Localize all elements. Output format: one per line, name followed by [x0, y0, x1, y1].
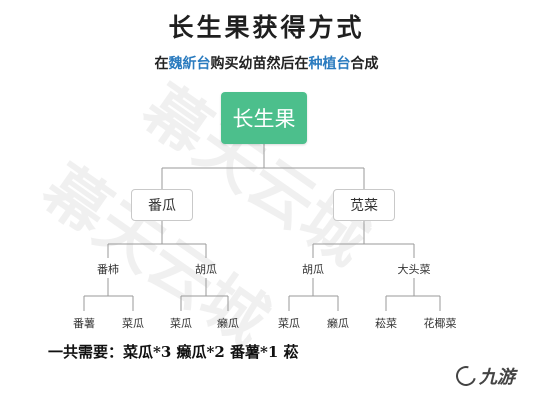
- level3-node-2: 菜瓜: [122, 317, 144, 330]
- subtitle-place-2: 种植台: [308, 56, 351, 72]
- subtitle-prefix: 在: [154, 56, 169, 72]
- level2-node-4: 大头菜: [397, 263, 431, 276]
- subtitle-place-1: 魏紤台: [168, 56, 211, 72]
- subtitle-middle: 购买幼苗然后在: [210, 56, 309, 72]
- level2-node-2: 胡瓜: [195, 263, 217, 276]
- level2-node-1: 番柿: [97, 263, 119, 276]
- page-title: 长生果获得方式: [168, 13, 365, 42]
- level2-node-3: 胡瓜: [302, 263, 324, 276]
- level3-node-6: 癞瓜: [327, 317, 349, 330]
- logo-text: 九游: [479, 367, 515, 388]
- level3-node-3: 菜瓜: [170, 317, 192, 330]
- level1-node-1: 番瓜: [131, 189, 193, 221]
- level3-node-4: 癞瓜: [217, 317, 239, 330]
- jiuyou-logo-icon: [452, 362, 480, 390]
- level3-node-5: 菜瓜: [278, 317, 300, 330]
- level3-node-8: 花椰菜: [423, 317, 457, 330]
- jiuyou-logo: 九游: [452, 362, 515, 390]
- level3-node-7: 菘菜: [375, 317, 397, 330]
- subtitle-suffix: 合成: [350, 56, 379, 72]
- page-subtitle: 在魏紤台购买幼苗然后在种植台合成: [0, 53, 533, 73]
- root-node: 长生果: [221, 92, 307, 144]
- level1-node-2: 苋菜: [333, 189, 395, 221]
- level3-node-1: 番薯: [73, 317, 95, 330]
- summary-text: 一共需要：菜瓜*3 癞瓜*2 番薯*1 菘: [48, 343, 299, 361]
